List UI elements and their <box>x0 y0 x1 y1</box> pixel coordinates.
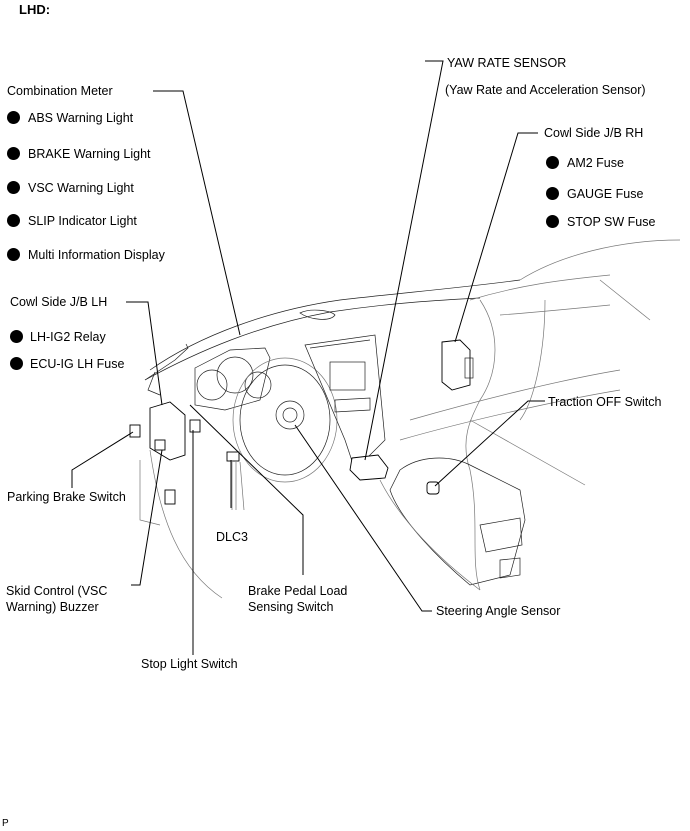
lower-trim-left <box>139 460 161 526</box>
traction-off-switch-label: Traction OFF Switch <box>548 395 662 409</box>
gauge-fuse-label: GAUGE Fuse <box>567 187 644 201</box>
am2-fuse-label: AM2 Fuse <box>567 156 624 170</box>
dlc3-label: DLC3 <box>216 530 248 544</box>
cowl-side-jb-rh-label: Cowl Side J/B RH <box>544 126 644 140</box>
page-title: LHD: <box>19 2 51 17</box>
yaw-rate-sensor-subtitle: (Yaw Rate and Acceleration Sensor) <box>445 83 646 97</box>
bullet-icon <box>7 111 20 124</box>
bullet-icon <box>7 214 20 227</box>
skid-control-buzzer-label-line2: Warning) Buzzer <box>6 600 99 614</box>
lower-trim <box>149 449 223 599</box>
ecu-ig-lh-fuse-label: ECU-IG LH Fuse <box>30 357 125 371</box>
brake-pedal-load-sensing-switch-label-line1: Brake Pedal Load <box>248 584 348 598</box>
bullet-icon <box>546 215 559 228</box>
combination-meter-label: Combination Meter <box>7 84 113 98</box>
yaw-rate-sensor-label: YAW RATE SENSOR <box>447 56 567 70</box>
page-code: P <box>2 818 9 829</box>
slip-indicator-light-label: SLIP Indicator Light <box>28 214 137 228</box>
combination-meter-part <box>194 347 272 411</box>
abs-warning-light-label: ABS Warning Light <box>28 111 134 125</box>
parking-brake-switch-label: Parking Brake Switch <box>7 490 126 504</box>
bullet-icon <box>10 330 23 343</box>
bullet-icon <box>7 181 20 194</box>
cowl-side-jb-lh-label: Cowl Side J/B LH <box>10 295 108 309</box>
brake-pedal-load-sensing-switch-label-line2: Sensing Switch <box>248 600 334 614</box>
leader-lines <box>71 60 545 655</box>
multi-information-display-label: Multi Information Display <box>28 248 165 262</box>
skid-control-buzzer-label-line1: Skid Control (VSC <box>6 584 108 598</box>
center-console <box>304 334 526 591</box>
cowl-side-jb-lh-part <box>129 401 201 505</box>
stop-sw-fuse-label: STOP SW Fuse <box>567 215 656 229</box>
dlc3-part <box>226 451 245 511</box>
stop-light-switch-label: Stop Light Switch <box>141 657 238 671</box>
brake-warning-light-label: BRAKE Warning Light <box>28 147 151 161</box>
bullet-icon <box>7 147 20 160</box>
dashboard-outline <box>144 239 681 591</box>
steering-angle-sensor-label: Steering Angle Sensor <box>436 604 561 618</box>
bullet-icon <box>10 357 23 370</box>
bullet-icon <box>546 156 559 169</box>
steering-wheel <box>232 357 338 483</box>
lh-ig2-relay-label: LH-IG2 Relay <box>30 330 106 344</box>
bullet-icon <box>7 248 20 261</box>
cowl-side-jb-rh-part <box>441 339 474 391</box>
bullet-icon <box>546 187 559 200</box>
vsc-warning-light-label: VSC Warning Light <box>28 181 134 195</box>
